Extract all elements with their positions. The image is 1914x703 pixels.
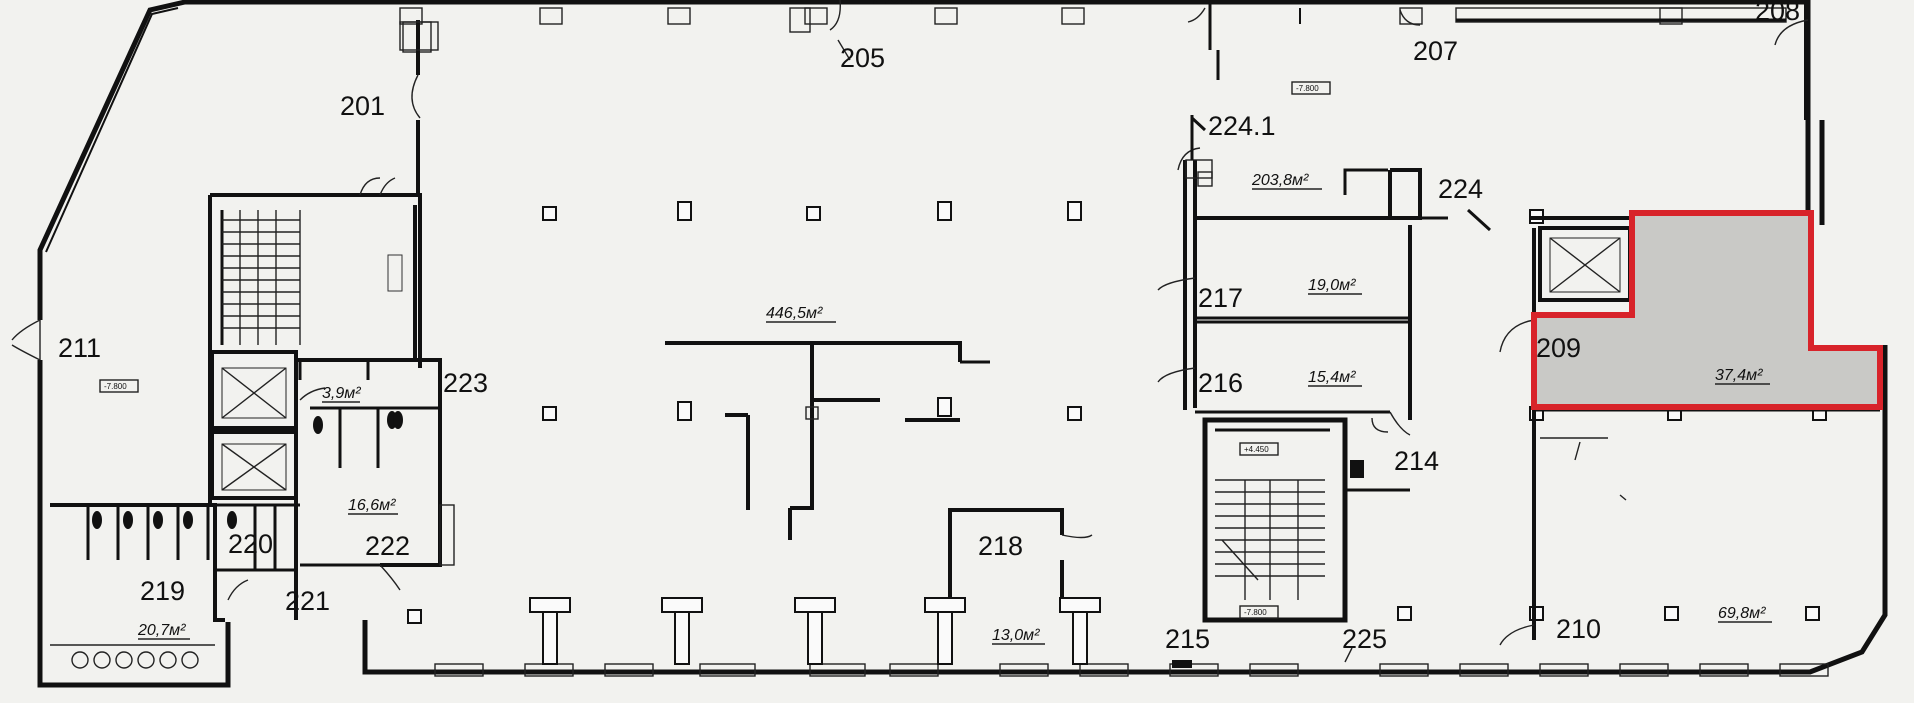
label-209: 209 [1536, 333, 1581, 363]
stair-treads-left [222, 210, 301, 345]
toilets-block [11, 319, 455, 669]
label-219: 219 [140, 576, 185, 606]
label-224-1: 224.1 [1208, 111, 1276, 141]
misc-doors [227, 0, 1421, 601]
wc-fixtures [71, 411, 403, 669]
area-15-4: 15,4м² [1308, 369, 1356, 386]
columns [407, 201, 1827, 665]
area-69-8: 69,8м² [1718, 605, 1766, 622]
label-207: 207 [1413, 36, 1458, 66]
elev-tag-2: -7.800 [104, 382, 127, 391]
stair-treads-right [1215, 479, 1325, 600]
area-446-5: 446,5м² [766, 305, 823, 322]
area-3-9: 3,9м² [322, 385, 361, 402]
central-walls [665, 341, 1093, 612]
label-220: 220 [228, 529, 273, 559]
area-20-7: 20,7м² [137, 622, 186, 639]
elev-tag-4: -7.800 [1244, 608, 1267, 617]
area-labels: 446,5м² 203,8м² 19,0м² 15,4м² 37,4м² 3,9… [137, 172, 1772, 645]
area-13-0: 13,0м² [992, 627, 1040, 644]
area-37-4: 37,4м² [1715, 367, 1763, 384]
top-piers [399, 7, 1787, 53]
label-205: 205 [840, 43, 885, 73]
left-core [208, 20, 439, 505]
outer-walls [37, 0, 1888, 688]
label-218: 218 [978, 531, 1023, 561]
label-222: 222 [365, 531, 410, 561]
label-223: 223 [443, 368, 488, 398]
right-core [1157, 0, 1492, 668]
area-16-6: 16,6м² [348, 497, 396, 514]
elevation-tags: -7.800 -7.800 +4.450 -7.800 [99, 81, 1331, 619]
label-214: 214 [1394, 446, 1439, 476]
label-217: 217 [1198, 283, 1243, 313]
room-209-highlight[interactable] [1531, 210, 1883, 410]
room-labels: 201 205 204.1 207 208 224.1 224 211 223 … [58, 0, 1800, 654]
label-221: 221 [285, 586, 330, 616]
area-203-8: 203,8м² [1251, 172, 1309, 189]
label-208: 208 [1755, 0, 1800, 26]
label-210: 210 [1556, 614, 1601, 644]
label-225: 225 [1342, 624, 1387, 654]
label-211: 211 [58, 333, 101, 363]
label-215: 215 [1165, 624, 1210, 654]
area-19-0: 19,0м² [1308, 277, 1356, 294]
label-224: 224 [1438, 174, 1483, 204]
label-201: 201 [340, 91, 385, 121]
label-204-1: 204.1 [872, 0, 940, 10]
label-216: 216 [1198, 368, 1243, 398]
bottom-windows [434, 663, 1829, 677]
elev-tag-3: +4.450 [1244, 445, 1269, 454]
elev-tag-1: -7.800 [1296, 84, 1319, 93]
